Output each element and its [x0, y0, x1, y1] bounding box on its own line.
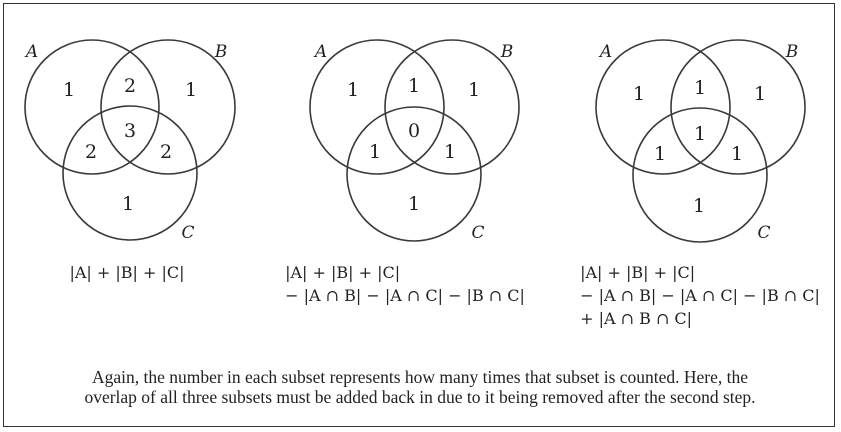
formula-line: + |A ∩ B ∩ C|: [580, 309, 693, 328]
region-count-c-only-3: 1: [693, 195, 705, 217]
set-a-circle-1: [24, 39, 160, 175]
region-count-a-only-3: 1: [633, 83, 645, 105]
formula-line: |A| + |B| + |C|: [285, 263, 401, 282]
set-b-label-1: B: [214, 42, 228, 62]
formula-line: |A| + |B| + |C|: [69, 263, 185, 282]
set-c-label-1: C: [181, 223, 194, 243]
region-count-b-only-3: 1: [754, 83, 766, 105]
set-b-label-2: B: [500, 42, 514, 62]
region-count-a-only-2: 1: [347, 79, 359, 101]
region-count-c-only-2: 1: [408, 193, 420, 215]
formula-line: − |A ∩ B| − |A ∩ C| − |B ∩ C|: [285, 286, 525, 305]
region-count-abc-1: 3: [124, 120, 136, 142]
set-b-circle-2: [384, 39, 520, 175]
region-count-ab-3: 1: [694, 77, 706, 99]
region-count-b-only-2: 1: [468, 79, 480, 101]
caption: Again, the number in each subset represe…: [20, 367, 820, 407]
region-count-bc-3: 1: [731, 143, 743, 165]
set-a-label-3: A: [598, 42, 612, 62]
formula-line: |A| + |B| + |C|: [580, 263, 696, 282]
formula-diagram-3: |A| + |B| + |C| − |A ∩ B| − |A ∩ C| − |B…: [580, 261, 820, 330]
caption-line-1: Again, the number in each subset represe…: [91, 367, 749, 387]
set-c-label-3: C: [757, 223, 770, 243]
set-c-circle-2: [346, 106, 482, 242]
region-count-b-only-1: 1: [185, 79, 197, 101]
region-count-ab-1: 2: [124, 75, 136, 97]
set-a-circle-2: [309, 39, 445, 175]
set-c-circle-1: [62, 105, 198, 241]
region-count-ac-1: 2: [85, 141, 97, 163]
region-count-ac-2: 1: [369, 141, 381, 163]
region-count-ab-2: 1: [408, 75, 420, 97]
region-count-bc-1: 2: [160, 141, 172, 163]
formula-line: − |A ∩ B| − |A ∩ C| − |B ∩ C|: [580, 286, 820, 305]
region-count-abc-3: 1: [694, 123, 706, 145]
region-count-ac-3: 1: [654, 143, 666, 165]
set-a-label-1: A: [24, 42, 38, 62]
set-b-circle-3: [670, 39, 806, 175]
formula-diagram-1: |A| + |B| + |C|: [69, 261, 184, 284]
set-a-label-2: A: [313, 42, 327, 62]
set-c-circle-3: [632, 107, 768, 243]
set-b-label-3: B: [785, 42, 799, 62]
set-c-label-2: C: [471, 223, 484, 243]
formula-diagram-2: |A| + |B| + |C| − |A ∩ B| − |A ∩ C| − |B…: [285, 261, 525, 307]
set-b-circle-1: [100, 39, 236, 175]
region-count-abc-2: 0: [408, 120, 420, 142]
region-count-bc-2: 1: [444, 141, 456, 163]
set-a-circle-3: [595, 39, 731, 175]
caption-line-2: overlap of all three subsets must be add…: [84, 387, 756, 407]
figure-frame: [3, 3, 835, 427]
region-count-c-only-1: 1: [122, 193, 134, 215]
region-count-a-only-1: 1: [63, 79, 75, 101]
